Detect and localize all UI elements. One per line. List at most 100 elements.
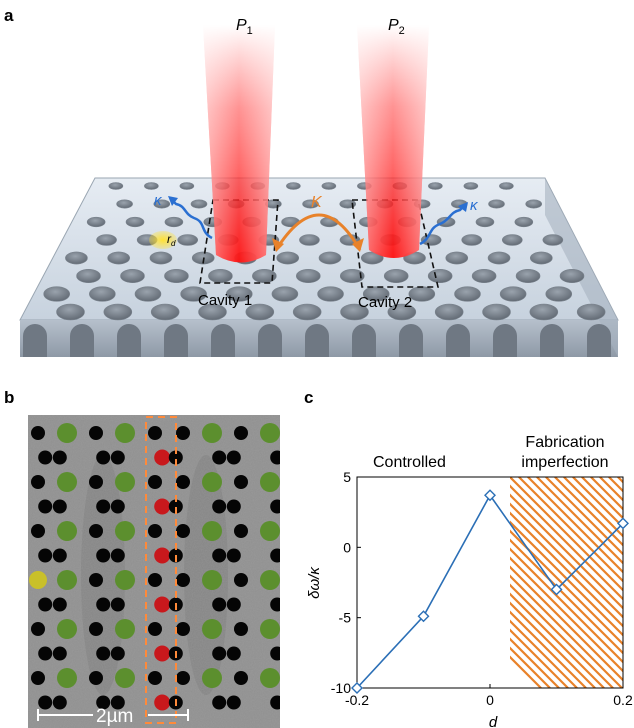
air-hole (525, 199, 543, 209)
sem-hole (154, 694, 171, 711)
front-cut (587, 324, 611, 357)
hatch-line (554, 477, 623, 547)
air-hole (318, 251, 342, 265)
front-cut (211, 324, 235, 357)
sem-hole (96, 499, 111, 514)
air-hole (362, 286, 390, 302)
air-hole (545, 286, 573, 302)
panel-letter-c: c (304, 388, 314, 407)
sem-hole (38, 450, 53, 465)
hatch-line (545, 477, 623, 556)
sem-hole (148, 573, 162, 587)
sem-hole (110, 597, 125, 612)
air-hole (514, 216, 534, 228)
sem-hole (270, 450, 280, 465)
y-tick-label: -10 (331, 680, 351, 696)
sem-hole (110, 695, 125, 710)
sem-hole (52, 646, 67, 661)
front-cut (70, 324, 94, 357)
front-edge-cuts (23, 324, 611, 357)
sem-hole (202, 668, 222, 688)
y-tick-label: 5 (343, 469, 351, 485)
panel-letter-b: b (4, 388, 15, 407)
sem-hole (212, 646, 227, 661)
sem-hole (57, 619, 77, 639)
detuning-chart: Controlled Fabrication imperfection 50-5… (306, 434, 633, 728)
hatch-line (563, 477, 623, 538)
sem-hole (31, 426, 45, 440)
sem-hole (89, 475, 103, 489)
y-axis-label: δω/κ (306, 566, 323, 599)
loss-arrow-right (419, 205, 465, 246)
hatch-line (509, 601, 596, 688)
hatch-line (518, 477, 623, 583)
sem-image: 2µm (28, 415, 280, 728)
air-hole (387, 303, 417, 321)
air-hole (96, 234, 117, 246)
front-cut (258, 324, 282, 357)
air-hole (299, 234, 320, 246)
air-hole (499, 286, 527, 302)
sem-hole (168, 450, 183, 465)
sem-hole (226, 548, 241, 563)
air-hole (149, 251, 173, 265)
air-hole (529, 303, 559, 321)
coupling-arrow (274, 213, 362, 251)
hatch-line (509, 493, 623, 610)
sem-hole (31, 671, 45, 685)
sem-hole (176, 622, 190, 636)
air-hole (559, 268, 585, 284)
air-hole (89, 286, 116, 302)
sem-hole (260, 668, 280, 688)
cavity-region-box (145, 416, 177, 724)
air-hole (292, 303, 322, 321)
sem-hole (38, 597, 53, 612)
sem-hole (38, 548, 53, 563)
sem-hole (38, 499, 53, 514)
data-point (484, 489, 496, 502)
region-right-label-line2: imperfection (521, 454, 608, 471)
air-hole (383, 268, 409, 284)
hatch-line (509, 547, 623, 664)
sem-hole (148, 622, 162, 636)
region-right-label-line1: Fabrication (525, 434, 604, 451)
hatch-line (509, 502, 623, 619)
sem-hole (96, 597, 111, 612)
data-point (550, 583, 563, 596)
sem-hole (176, 426, 190, 440)
sem-hole (212, 450, 227, 465)
data-point (351, 682, 363, 694)
loss-arrowhead-left-icon (168, 196, 178, 206)
sem-hole (260, 570, 280, 590)
air-hole (408, 286, 436, 302)
hatch-line (509, 511, 623, 628)
x-tick-label: 0.2 (613, 692, 633, 708)
sem-hole (96, 646, 111, 661)
air-hole (120, 268, 145, 284)
y-tick-label: 0 (343, 539, 351, 555)
air-hole (190, 199, 208, 209)
front-cut (399, 324, 423, 357)
sem-hole (52, 499, 67, 514)
sem-hole (202, 521, 222, 541)
air-hole (76, 268, 101, 284)
sem-hole (234, 426, 248, 440)
air-hole (286, 182, 301, 190)
cavity-2-label: Cavity 2 (358, 294, 412, 311)
x-tick-label: -0.2 (345, 692, 369, 708)
sem-hole (212, 548, 227, 563)
air-hole (339, 268, 365, 284)
sem-hole (202, 423, 222, 443)
sem-hole (96, 695, 111, 710)
sem-hole (31, 475, 45, 489)
sem-hole (38, 646, 53, 661)
plot-frame (356, 476, 624, 689)
air-hole (179, 182, 195, 190)
air-hole (276, 251, 300, 265)
sem-hole (89, 426, 103, 440)
sem-holes (29, 423, 280, 711)
sem-hole (96, 548, 111, 563)
sem-hole (110, 646, 125, 661)
defect-label: rd (167, 232, 176, 248)
sem-hole (234, 671, 248, 685)
